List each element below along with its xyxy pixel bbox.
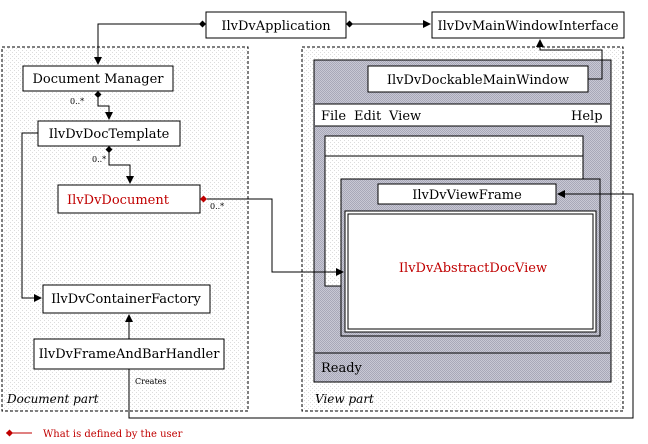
document-part-label: Document part	[6, 392, 99, 406]
menu-bar	[315, 104, 610, 126]
creates-line	[128, 190, 634, 419]
legend-diamond	[6, 429, 13, 437]
dockable-to-interface-line	[536, 39, 603, 80]
view-part-label: View part	[315, 392, 374, 406]
creates-label: Creates	[135, 377, 167, 386]
status-bar	[315, 354, 610, 381]
view-frame-title-box	[377, 183, 557, 205]
menu-view: View	[388, 109, 421, 124]
app-to-docmanager-line	[94, 23, 206, 65]
document-label: IlvDvDocument	[67, 193, 170, 208]
abstract-doc-view-box	[344, 210, 597, 333]
app-aggregation-diamond	[346, 20, 353, 28]
doc-template-label: IlvDvDocTemplate	[49, 127, 170, 142]
document-box	[57, 184, 201, 214]
docmanager-to-template-line	[97, 91, 113, 120]
multiplicity-2: 0..*	[92, 155, 106, 164]
main-window-interface-label: IlvDvMainWindowInterface	[437, 19, 618, 34]
frame-bar-handler-label: IlvDvFrameAndBarHandler	[39, 347, 221, 362]
app-docmanager-diamond	[199, 20, 206, 28]
abstract-doc-view-label: IlvDvAbstractDocView	[399, 261, 547, 276]
container-factory-box	[42, 284, 211, 314]
legend-text: What is defined by the user	[43, 429, 183, 440]
document-diamond	[200, 195, 207, 203]
template-diamond	[105, 146, 113, 153]
container-factory-label: IlvDvContainerFactory	[51, 292, 201, 307]
menu-file: File	[321, 109, 346, 124]
multiplicity-3: 0..*	[210, 202, 224, 211]
template-to-document-line	[108, 146, 134, 184]
abstract-doc-view-inner	[347, 213, 594, 330]
dockable-main-window-label: IlvDvDockableMainWindow	[387, 73, 569, 88]
menu-edit: Edit	[354, 109, 382, 124]
document-manager-label: Document Manager	[32, 72, 164, 87]
document-to-view-line	[207, 198, 344, 276]
docmanager-diamond	[94, 91, 102, 98]
status-text: Ready	[321, 361, 363, 376]
menu-help: Help	[571, 109, 603, 124]
multiplicity-1: 0..*	[70, 97, 84, 106]
main-window-interface-box	[431, 11, 625, 39]
application-label: IlvDvApplication	[221, 19, 331, 34]
template-to-factory-line	[21, 132, 42, 302]
application-box	[205, 11, 347, 39]
view-frame-label: IlvDvViewFrame	[412, 188, 522, 203]
